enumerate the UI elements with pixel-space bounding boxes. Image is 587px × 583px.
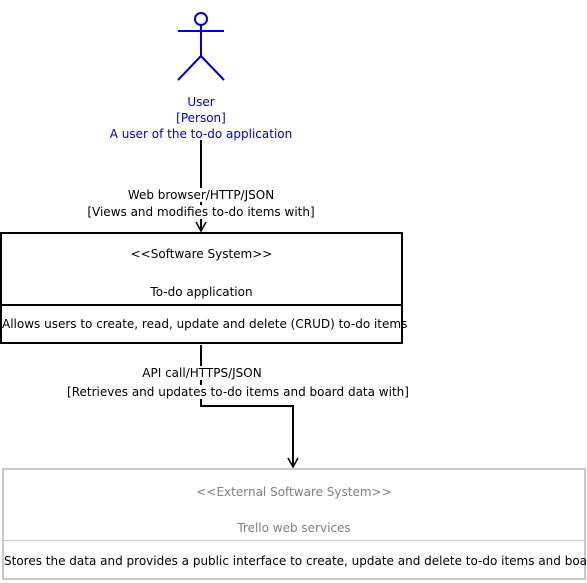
- external-system-description: Stores the data and provides a public in…: [4, 554, 587, 568]
- relationship-2-technology: API call/HTTPS/JSON: [112, 364, 292, 382]
- relationship-1-description: [Views and modifies to-do items with]: [51, 203, 351, 221]
- software-system-box[interactable]: <<Software System>> To-do application Al…: [0, 232, 408, 344]
- actor-name: User: [187, 95, 215, 109]
- software-system-description: Allows users to create, read, update and…: [2, 317, 408, 331]
- relationship-2-technology-text: API call/HTTPS/JSON: [142, 366, 262, 380]
- actor-description: A user of the to-do application: [109, 127, 293, 141]
- software-system-divider: [2, 304, 401, 306]
- relationship-2-description-text: [Retrieves and updates to-do items and b…: [67, 385, 409, 399]
- external-system-box[interactable]: <<External Software System>> Trello web …: [2, 468, 587, 580]
- external-system-stereotype: <<External Software System>>: [196, 485, 392, 499]
- relationship-1-technology: Web browser/HTTP/JSON: [76, 186, 326, 204]
- actor-type: [Person]: [176, 111, 226, 125]
- person-icon: [177, 12, 225, 81]
- external-system-divider: [4, 540, 584, 541]
- software-system-name: To-do application: [150, 285, 253, 299]
- relationship-2-description: [Retrieves and updates to-do items and b…: [38, 383, 438, 401]
- relationship-1-description-text: [Views and modifies to-do items with]: [87, 205, 315, 219]
- relationship-1-technology-text: Web browser/HTTP/JSON: [127, 188, 275, 202]
- external-system-name: Trello web services: [237, 521, 351, 535]
- software-system-stereotype: <<Software System>>: [130, 247, 273, 261]
